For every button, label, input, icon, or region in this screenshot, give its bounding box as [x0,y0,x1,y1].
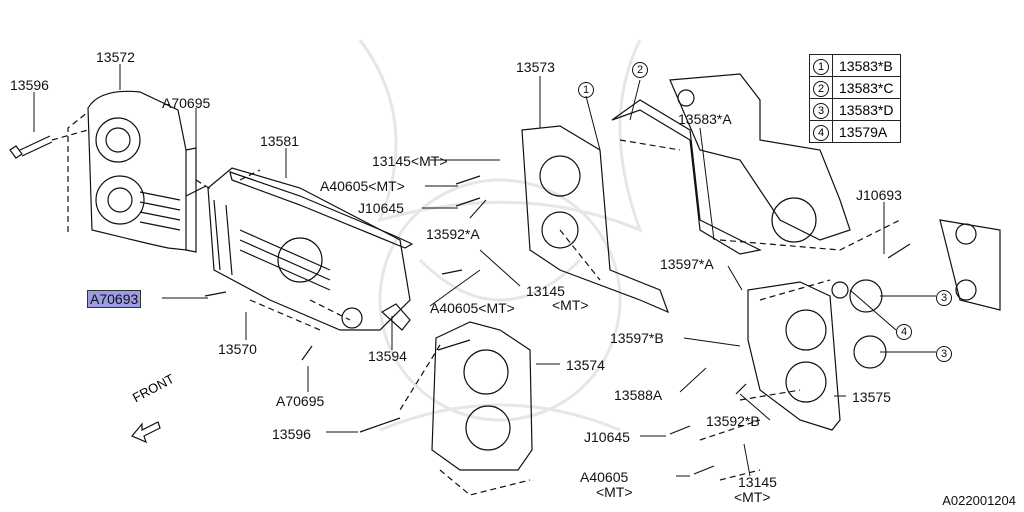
callout-2[interactable]: 2 [632,60,648,78]
label-A40605-mt-top[interactable]: A40605<MT> [320,178,405,194]
label-J10645-bot[interactable]: J10645 [584,429,630,445]
label-13570[interactable]: 13570 [218,341,257,357]
callout-1[interactable]: 1 [578,80,594,98]
label-A70693-highlighted[interactable]: A70693 [87,290,142,308]
gasket-13583 [611,99,762,255]
callout-3a[interactable]: 3 [936,288,952,306]
label-13574[interactable]: 13574 [566,357,605,373]
label-A70695-bot[interactable]: A70695 [276,393,325,409]
label-13596-bot[interactable]: 13596 [272,426,311,442]
bolt-13596-top [9,135,53,159]
label-mt-bot1: <MT> [596,484,633,500]
label-mt-mid: <MT> [552,297,589,313]
label-A70695-top[interactable]: A70695 [162,95,211,111]
timing-belt-cover-left-upper [87,90,197,253]
label-13145-mt-top[interactable]: 13145<MT> [372,153,448,169]
label-13592B[interactable]: 13592*B [706,413,760,429]
label-A40605-bot[interactable]: A40605 [580,469,629,485]
label-13145-mid[interactable]: 13145 [526,283,565,299]
label-13596-top[interactable]: 13596 [10,77,49,93]
label-13573[interactable]: 13573 [516,59,555,75]
label-13575[interactable]: 13575 [852,389,891,405]
label-13583A[interactable]: 13583*A [678,111,732,127]
timing-belt-cover-center [207,167,411,331]
gasket-13581 [229,171,414,249]
label-J10645-top[interactable]: J10645 [358,200,404,216]
timing-belt-cover-lower-left [431,321,533,471]
label-13145-bot[interactable]: 13145 [738,474,777,490]
watermark-emblem [358,39,643,432]
label-13592A[interactable]: 13592*A [426,226,480,242]
label-13581[interactable]: 13581 [260,133,299,149]
label-13597A[interactable]: 13597*A [660,256,714,272]
label-13594[interactable]: 13594 [368,348,407,364]
label-J10693[interactable]: J10693 [856,187,902,203]
figure-code: A022001204 [942,493,1016,508]
label-13597B[interactable]: 13597*B [610,330,664,346]
front-arrow-icon [131,421,161,444]
label-mt-bot2: <MT> [734,489,771,505]
timing-belt-cover-lower-right [747,281,841,431]
callout-3b[interactable]: 3 [936,344,952,362]
engine-block-outline [669,73,1001,311]
timing-belt-cover-right-upper [521,125,670,314]
callout-4[interactable]: 4 [896,322,912,340]
label-13588A[interactable]: 13588A [614,387,663,403]
clip-13594 [380,303,411,331]
seal-rings [831,279,887,369]
label-A40605-mt-mid[interactable]: A40605<MT> [430,300,515,316]
small-bolts [185,175,911,475]
label-13572[interactable]: 13572 [96,49,135,65]
